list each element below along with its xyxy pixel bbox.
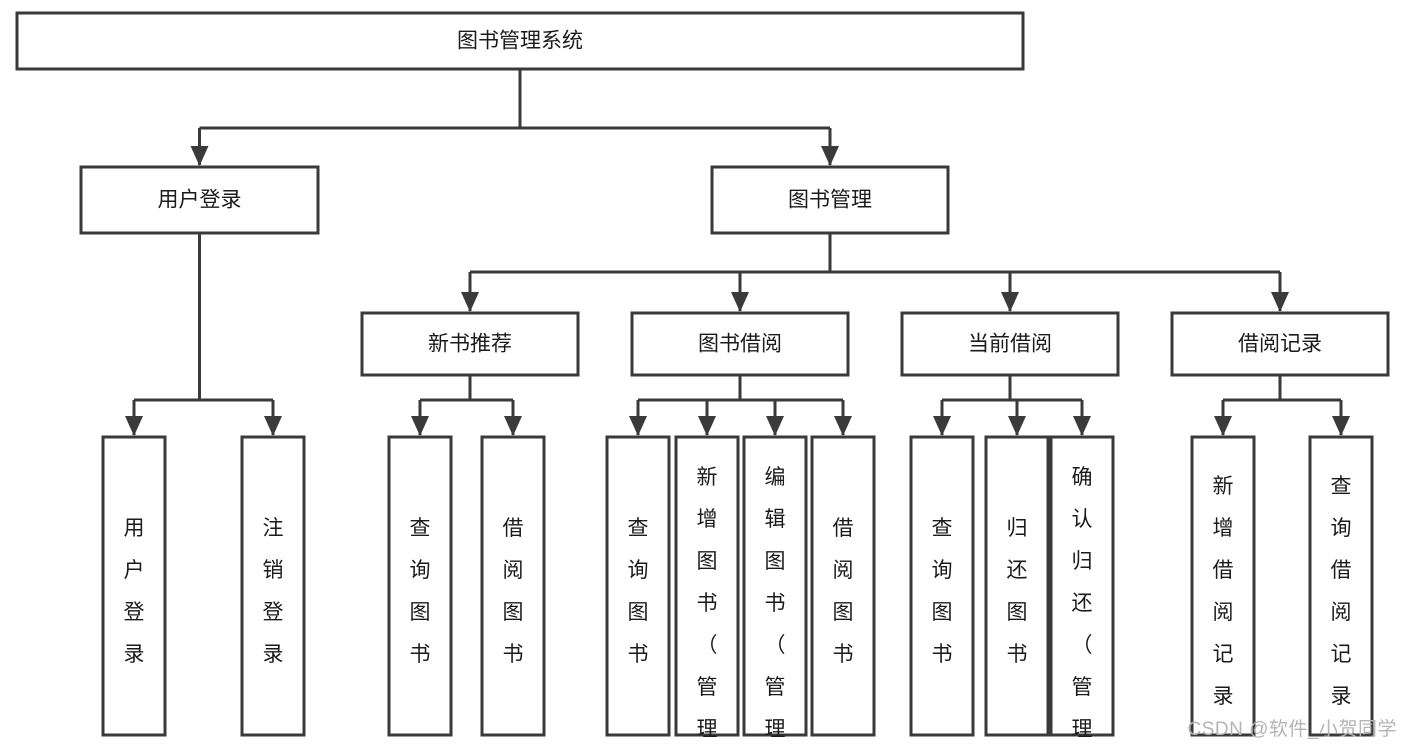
arrow-head-icon (1271, 292, 1289, 312)
leaf-node-box[interactable]: 新增借阅记录 (1190, 435, 1256, 737)
root-node-rect (15, 11, 1025, 71)
leaf-node-rect (810, 435, 876, 737)
leaf-node-rect (387, 435, 453, 737)
leaf-node-label: 新增借阅记录 (1213, 475, 1234, 708)
leaf-node-rect (1049, 435, 1115, 737)
arrow-head-icon (1332, 416, 1350, 436)
arrow-head-icon (698, 416, 716, 436)
level3-node-label: 当前借阅 (968, 333, 1052, 356)
level3-node-box[interactable]: 当前借阅 (900, 311, 1120, 377)
level3-node-rect (1170, 311, 1390, 377)
level2-node-rect (79, 165, 320, 235)
leaf-node-box[interactable]: 借阅图书 (480, 435, 546, 737)
arrow-head-icon (933, 416, 951, 436)
arrow-head-icon (125, 416, 143, 436)
leaf-node-label: 查询图书 (410, 517, 431, 666)
level2-node-label: 用户登录 (158, 189, 242, 212)
leaf-node-rect (984, 435, 1050, 737)
leaf-node-rect (480, 435, 546, 737)
node-boxes: 图书管理系统用户登录图书管理新书推荐图书借阅当前借阅借阅记录用户登录注销登录查询… (15, 11, 1390, 747)
root-node-box[interactable]: 图书管理系统 (15, 11, 1025, 71)
level2-node-label: 图书管理 (788, 189, 872, 212)
connector-edges (125, 69, 1350, 436)
leaf-node-rect (1190, 435, 1256, 737)
leaf-node-box[interactable]: 编辑图书（管理员） (742, 435, 808, 747)
leaf-node-box[interactable]: 查询图书 (387, 435, 453, 737)
leaf-node-label: 归还图书 (1007, 517, 1028, 666)
leaf-node-label: 编辑图书（管理员） (765, 466, 786, 747)
arrow-head-icon (190, 146, 209, 166)
leaf-node-box[interactable]: 查询图书 (605, 435, 671, 737)
level3-node-box[interactable]: 借阅记录 (1170, 311, 1390, 377)
arrow-head-icon (1073, 416, 1091, 436)
leaf-node-label: 注销登录 (263, 517, 284, 666)
arrow-head-icon (1008, 416, 1026, 436)
level3-node-box[interactable]: 新书推荐 (360, 311, 580, 377)
arrow-head-icon (1001, 292, 1019, 312)
leaf-node-box[interactable]: 借阅图书 (810, 435, 876, 737)
arrow-head-icon (731, 292, 749, 312)
leaf-node-label: 借阅图书 (833, 517, 854, 666)
leaf-node-box[interactable]: 新增图书（管理员） (674, 435, 740, 747)
arrow-head-icon (834, 416, 852, 436)
arrow-head-icon (504, 416, 522, 436)
leaf-node-label: 查询借阅记录 (1331, 475, 1352, 708)
arrow-head-icon (821, 146, 839, 166)
leaf-node-label: 新增图书（管理员） (697, 466, 718, 747)
arrow-head-icon (461, 292, 479, 312)
arrow-head-icon (1214, 416, 1232, 436)
level3-node-label: 新书推荐 (428, 333, 512, 356)
root-node-label: 图书管理系统 (457, 30, 583, 53)
leaf-node-rect (742, 435, 808, 737)
level3-node-rect (630, 311, 850, 377)
level2-node-box[interactable]: 用户登录 (79, 165, 320, 235)
level3-node-rect (900, 311, 1120, 377)
arrow-head-icon (411, 416, 429, 436)
level2-node-rect (710, 165, 950, 235)
leaf-node-label: 查询图书 (932, 517, 953, 666)
leaf-node-label: 用户登录 (124, 517, 145, 666)
leaf-node-label: 查询图书 (628, 517, 649, 666)
arrow-head-icon (766, 416, 784, 436)
leaf-node-rect (240, 435, 306, 737)
leaf-node-rect (605, 435, 671, 737)
level3-node-label: 借阅记录 (1238, 333, 1322, 356)
leaf-node-label: 借阅图书 (503, 517, 524, 666)
csdn-watermark: CSDN @软件_小贺同学 (1187, 719, 1397, 740)
leaf-node-rect (1308, 435, 1374, 737)
level2-node-box[interactable]: 图书管理 (710, 165, 950, 235)
leaf-node-box[interactable]: 注销登录 (240, 435, 306, 737)
leaf-node-label: 确认归还（管理员） (1072, 466, 1093, 747)
leaf-node-rect (101, 435, 167, 737)
leaf-node-box[interactable]: 确认归还（管理员） (1049, 435, 1115, 747)
level3-node-box[interactable]: 图书借阅 (630, 311, 850, 377)
level3-node-label: 图书借阅 (698, 333, 782, 356)
leaf-node-rect (674, 435, 740, 737)
leaf-node-rect (909, 435, 975, 737)
level3-node-rect (360, 311, 580, 377)
leaf-node-box[interactable]: 用户登录 (101, 435, 167, 737)
leaf-node-box[interactable]: 归还图书 (984, 435, 1050, 737)
arrow-head-icon (629, 416, 647, 436)
arrow-head-icon (264, 416, 282, 436)
leaf-node-box[interactable]: 查询借阅记录 (1308, 435, 1374, 737)
leaf-node-box[interactable]: 查询图书 (909, 435, 975, 737)
